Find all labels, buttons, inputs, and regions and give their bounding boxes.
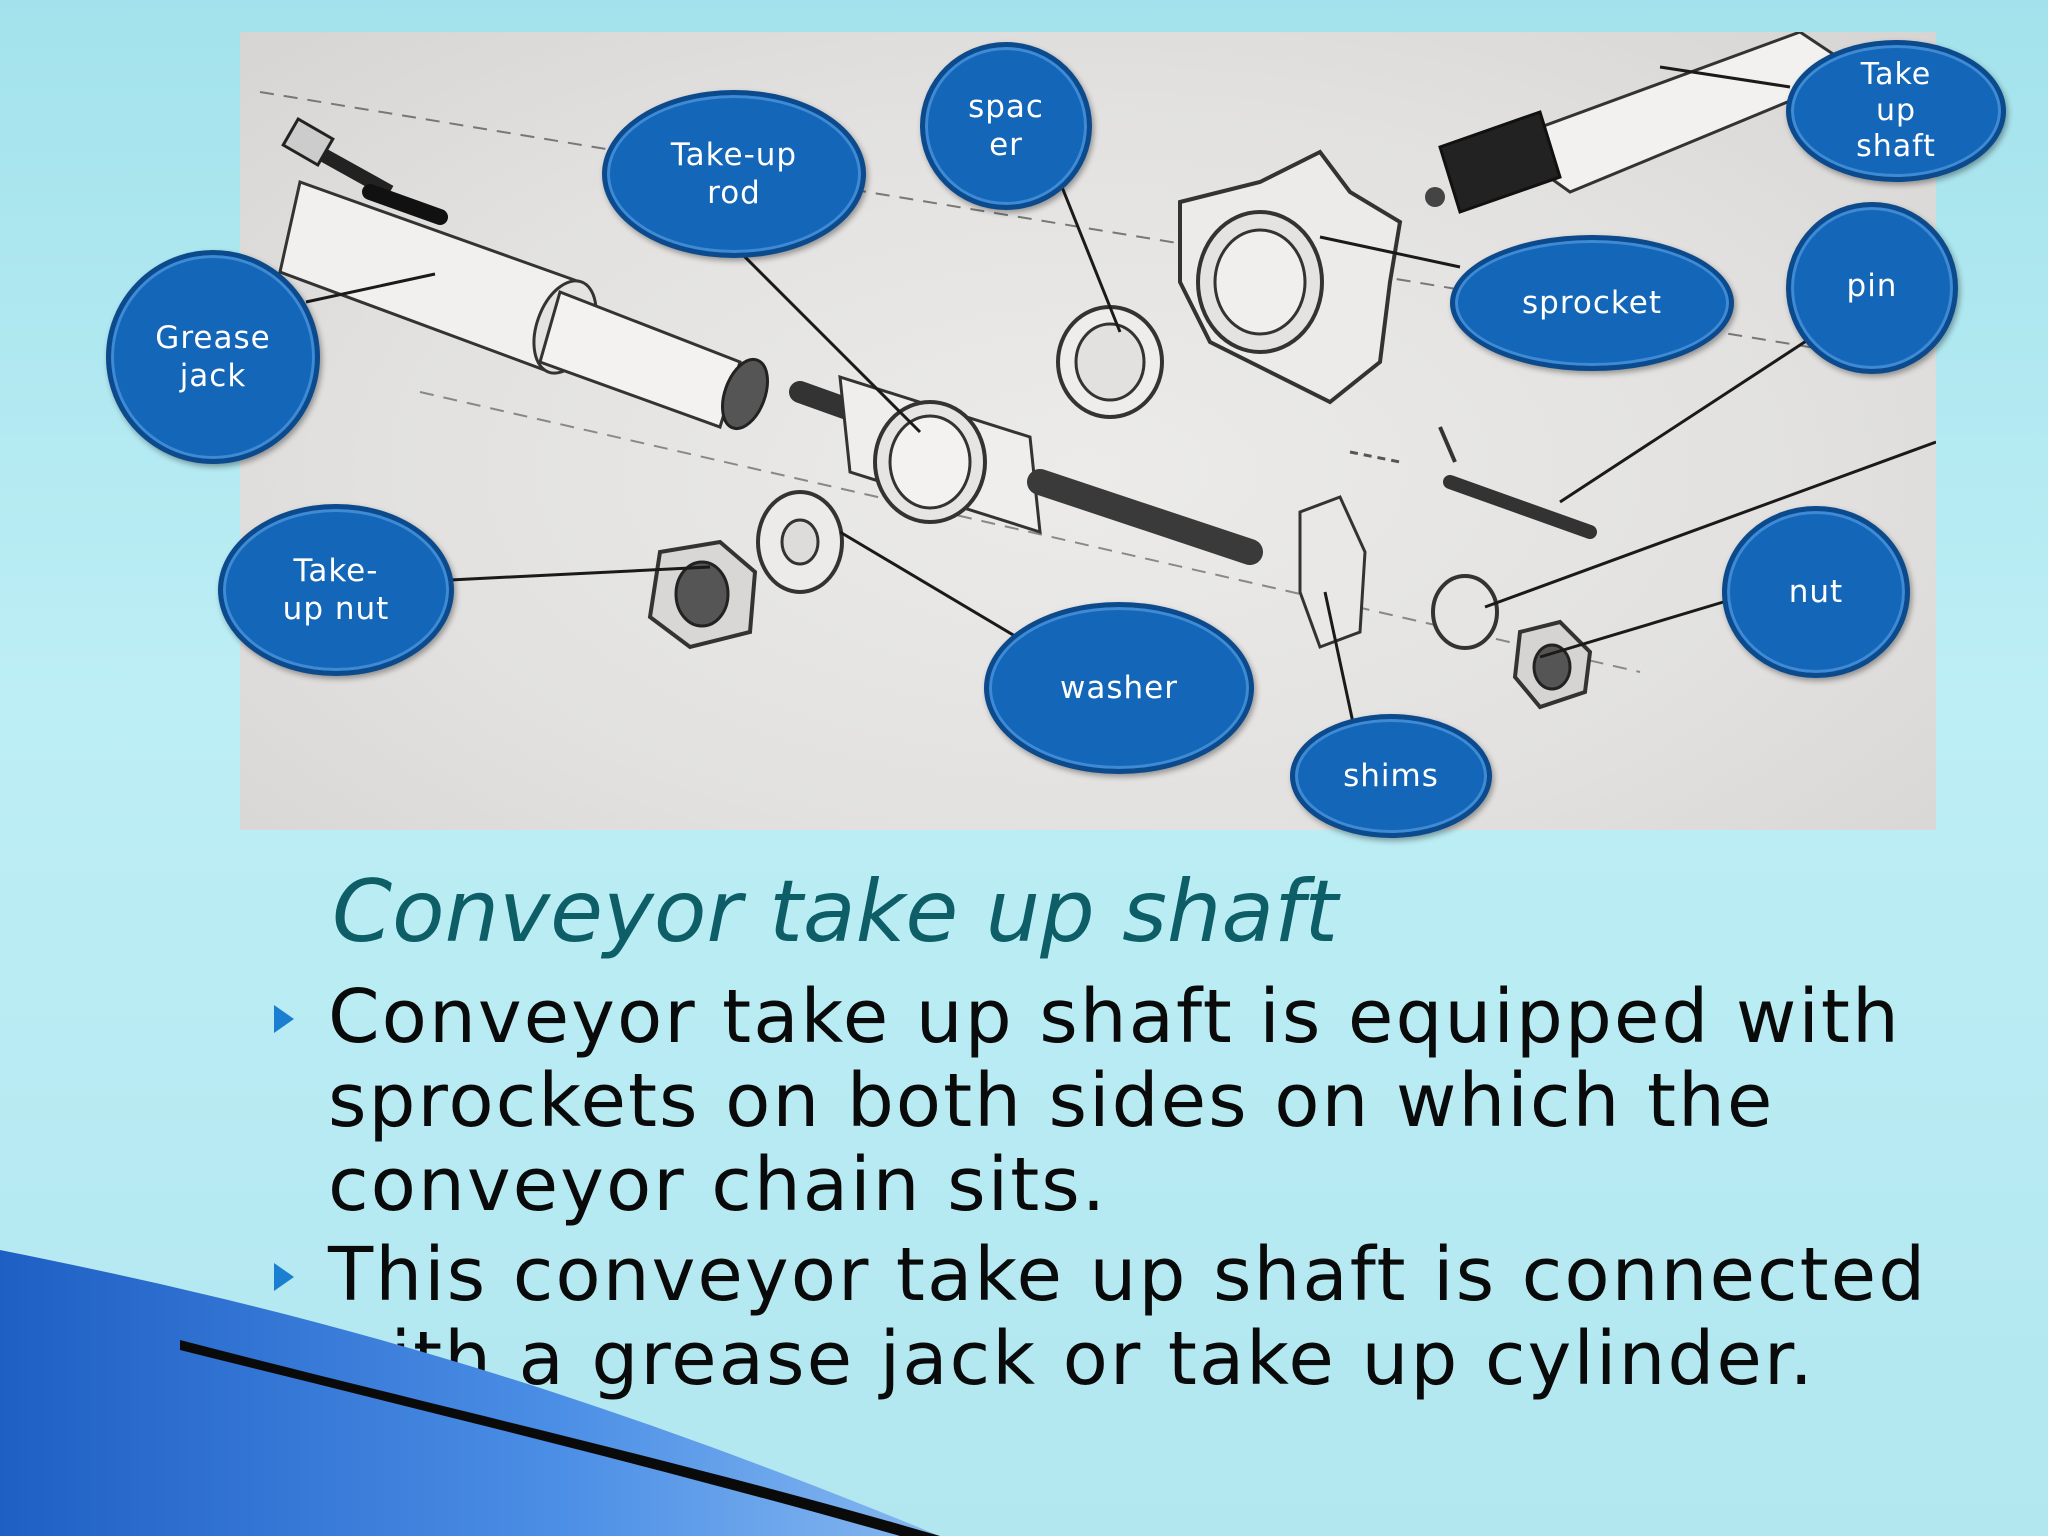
bullet-arrow-icon	[274, 1005, 294, 1033]
callout-take-up-shaft: Take up shaft	[1786, 40, 2006, 182]
decorative-swoosh	[0, 1250, 940, 1536]
callout-take-up-nut: Take- up nut	[218, 504, 454, 676]
take-up-shaft-part	[1425, 32, 1864, 214]
callout-take-up-rod: Take-up rod	[602, 90, 866, 258]
callout-spacer: spac er	[920, 42, 1092, 210]
bullet-text: Conveyor take up shaft is equipped with …	[328, 974, 1901, 1228]
spacer-part	[1056, 305, 1164, 419]
bullet-arrow-icon	[274, 1263, 294, 1291]
bullet-item: This conveyor take up shaft is connected…	[268, 1233, 1948, 1401]
take-up-nut-part	[647, 539, 758, 650]
grease-jack-part	[278, 116, 769, 431]
bullet-item: Conveyor take up shaft is equipped with …	[268, 975, 1948, 1227]
bullet-text: This conveyor take up shaft is connected…	[328, 1232, 1928, 1402]
callout-grease-jack: Grease jack	[106, 250, 320, 464]
callout-nut: nut	[1722, 506, 1910, 678]
parts-illustration	[259, 32, 1936, 733]
washer-part	[756, 490, 844, 594]
pin-part	[1443, 475, 1597, 539]
slide-title: Conveyor take up shaft	[332, 862, 1339, 962]
callout-pin: pin	[1786, 202, 1958, 374]
take-up-rod-part	[789, 374, 1263, 565]
sprocket-part	[1178, 149, 1403, 405]
shims-part	[1298, 450, 1401, 649]
callout-sprocket: sprocket	[1450, 235, 1734, 371]
bullet-list: Conveyor take up shaft is equipped with …	[268, 975, 1948, 1407]
nut-part	[1431, 574, 1593, 710]
callout-washer: washer	[984, 602, 1254, 774]
callout-shims: shims	[1290, 714, 1492, 838]
